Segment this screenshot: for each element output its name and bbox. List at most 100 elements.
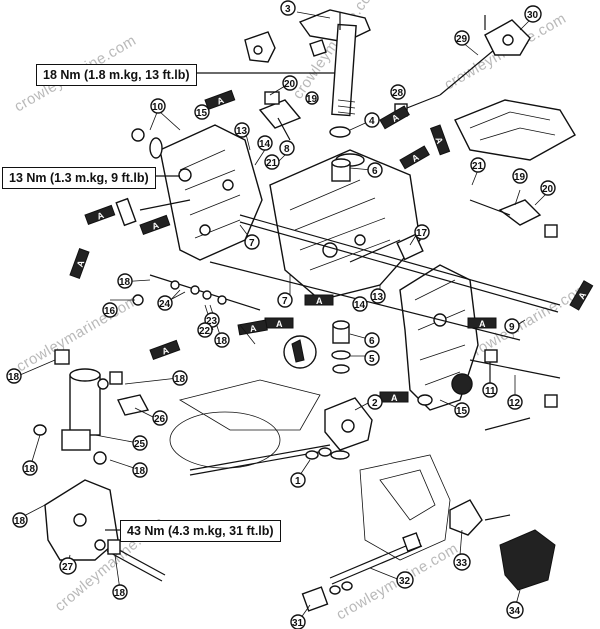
callout-4: 4 (364, 112, 380, 128)
callout-13b: 13 (370, 288, 386, 304)
pivot-rod (349, 233, 424, 263)
callout-18a: 18 (117, 273, 133, 289)
callout-20: 20 (282, 75, 298, 91)
callout-31: 31 (290, 614, 306, 629)
svg-text:24: 24 (159, 299, 171, 310)
grease-a: A (249, 323, 258, 334)
callout-30: 30 (524, 5, 542, 23)
callout-6b: 6 (364, 332, 380, 348)
svg-text:18: 18 (119, 277, 131, 288)
callout-2: 2 (367, 394, 383, 410)
svg-text:1: 1 (295, 476, 301, 487)
torque-label-43nm: 43 Nm (4.3 m.kg, 31 ft.lb) (120, 520, 281, 542)
callout-20b: 20 (540, 180, 556, 196)
grease-circle-icon (451, 373, 473, 395)
callout-18c: 18 (6, 368, 22, 384)
grease-a: A (433, 136, 445, 146)
hand-pointer-icon (283, 335, 317, 369)
svg-text:9: 9 (509, 322, 515, 333)
callout-14b: 14 (352, 296, 368, 312)
svg-text:13: 13 (372, 292, 384, 303)
svg-text:20: 20 (542, 184, 554, 195)
grease-a: A (216, 95, 226, 107)
svg-text:26: 26 (154, 414, 166, 425)
watermark-text: crowleymarine.com (14, 292, 142, 376)
upper-bracket (244, 31, 327, 63)
svg-text:10: 10 (152, 102, 164, 113)
callout-5: 5 (364, 350, 380, 366)
left-small-parts (54, 128, 191, 416)
callout-27: 27 (59, 557, 77, 575)
lower-shaft (189, 444, 332, 476)
upper-cover-tray (454, 99, 576, 161)
svg-text:19: 19 (306, 94, 318, 105)
pivot-bolts (149, 274, 261, 311)
callout-33: 33 (453, 553, 471, 571)
callout-26: 26 (152, 410, 168, 426)
callout-17: 17 (414, 224, 430, 240)
callout-21b: 21 (470, 157, 486, 173)
steering-shaft (298, 9, 371, 117)
callout-16: 16 (102, 302, 118, 318)
svg-text:23: 23 (206, 316, 218, 327)
svg-text:6: 6 (369, 336, 375, 347)
callout-18e: 18 (22, 460, 38, 476)
svg-text:17: 17 (416, 228, 428, 239)
throttle-link (439, 15, 531, 96)
svg-text:14: 14 (259, 139, 271, 150)
svg-text:34: 34 (509, 606, 521, 617)
svg-text:13: 13 (236, 126, 248, 137)
callout-1: 1 (290, 472, 306, 488)
callout-29: 29 (454, 30, 470, 46)
trim-rod (329, 532, 423, 585)
svg-text:14: 14 (354, 300, 366, 311)
callout-24: 24 (157, 295, 173, 311)
callout-9: 9 (504, 318, 520, 334)
svg-text:16: 16 (104, 306, 116, 317)
callout-14: 14 (257, 135, 273, 151)
callout-6: 6 (367, 162, 383, 178)
svg-text:32: 32 (399, 576, 411, 587)
svg-text:21: 21 (472, 161, 484, 172)
callout-11: 11 (482, 382, 498, 398)
callout-3: 3 (280, 0, 296, 16)
grease-a: A (479, 319, 486, 329)
callout-18g: 18 (12, 512, 28, 528)
callout-18b: 18 (214, 332, 230, 348)
callout-7b: 7 (277, 292, 293, 308)
callout-8: 8 (279, 140, 295, 156)
grease-a: A (75, 258, 87, 268)
grease-a: A (316, 296, 323, 306)
callout-21: 21 (264, 154, 280, 170)
stopper-bracket-left (258, 91, 302, 141)
callout-13: 13 (234, 122, 250, 138)
grease-a: A (276, 319, 283, 329)
trim-knob (449, 499, 556, 591)
svg-text:15: 15 (196, 108, 208, 119)
clamp-left (44, 479, 119, 561)
stopper-bracket-right (469, 199, 558, 238)
svg-text:20: 20 (284, 79, 296, 90)
svg-text:7: 7 (282, 296, 288, 307)
callout-32: 32 (396, 571, 414, 589)
svg-text:6: 6 (372, 166, 378, 177)
callout-28: 28 (390, 84, 406, 100)
grease-a: A (96, 210, 106, 222)
svg-text:33: 33 (456, 558, 468, 569)
grease-a: A (576, 290, 588, 301)
torque-label-18nm: 18 Nm (1.8 m.kg, 13 ft.lb) (36, 64, 197, 86)
callout-25: 25 (132, 435, 148, 451)
svg-text:18: 18 (216, 336, 228, 347)
grease-a: A (390, 112, 401, 124)
svg-text:21: 21 (266, 158, 278, 169)
clamp-rod (106, 539, 166, 582)
callout-12: 12 (507, 394, 523, 410)
svg-text:18: 18 (134, 466, 146, 477)
svg-text:3: 3 (285, 4, 291, 15)
shaft-bushings (329, 126, 351, 374)
grease-a: A (161, 345, 171, 357)
svg-text:29: 29 (456, 34, 468, 45)
grease-symbols: A A A A A A A A A A A A A A (69, 89, 594, 403)
svg-text:30: 30 (527, 10, 539, 21)
